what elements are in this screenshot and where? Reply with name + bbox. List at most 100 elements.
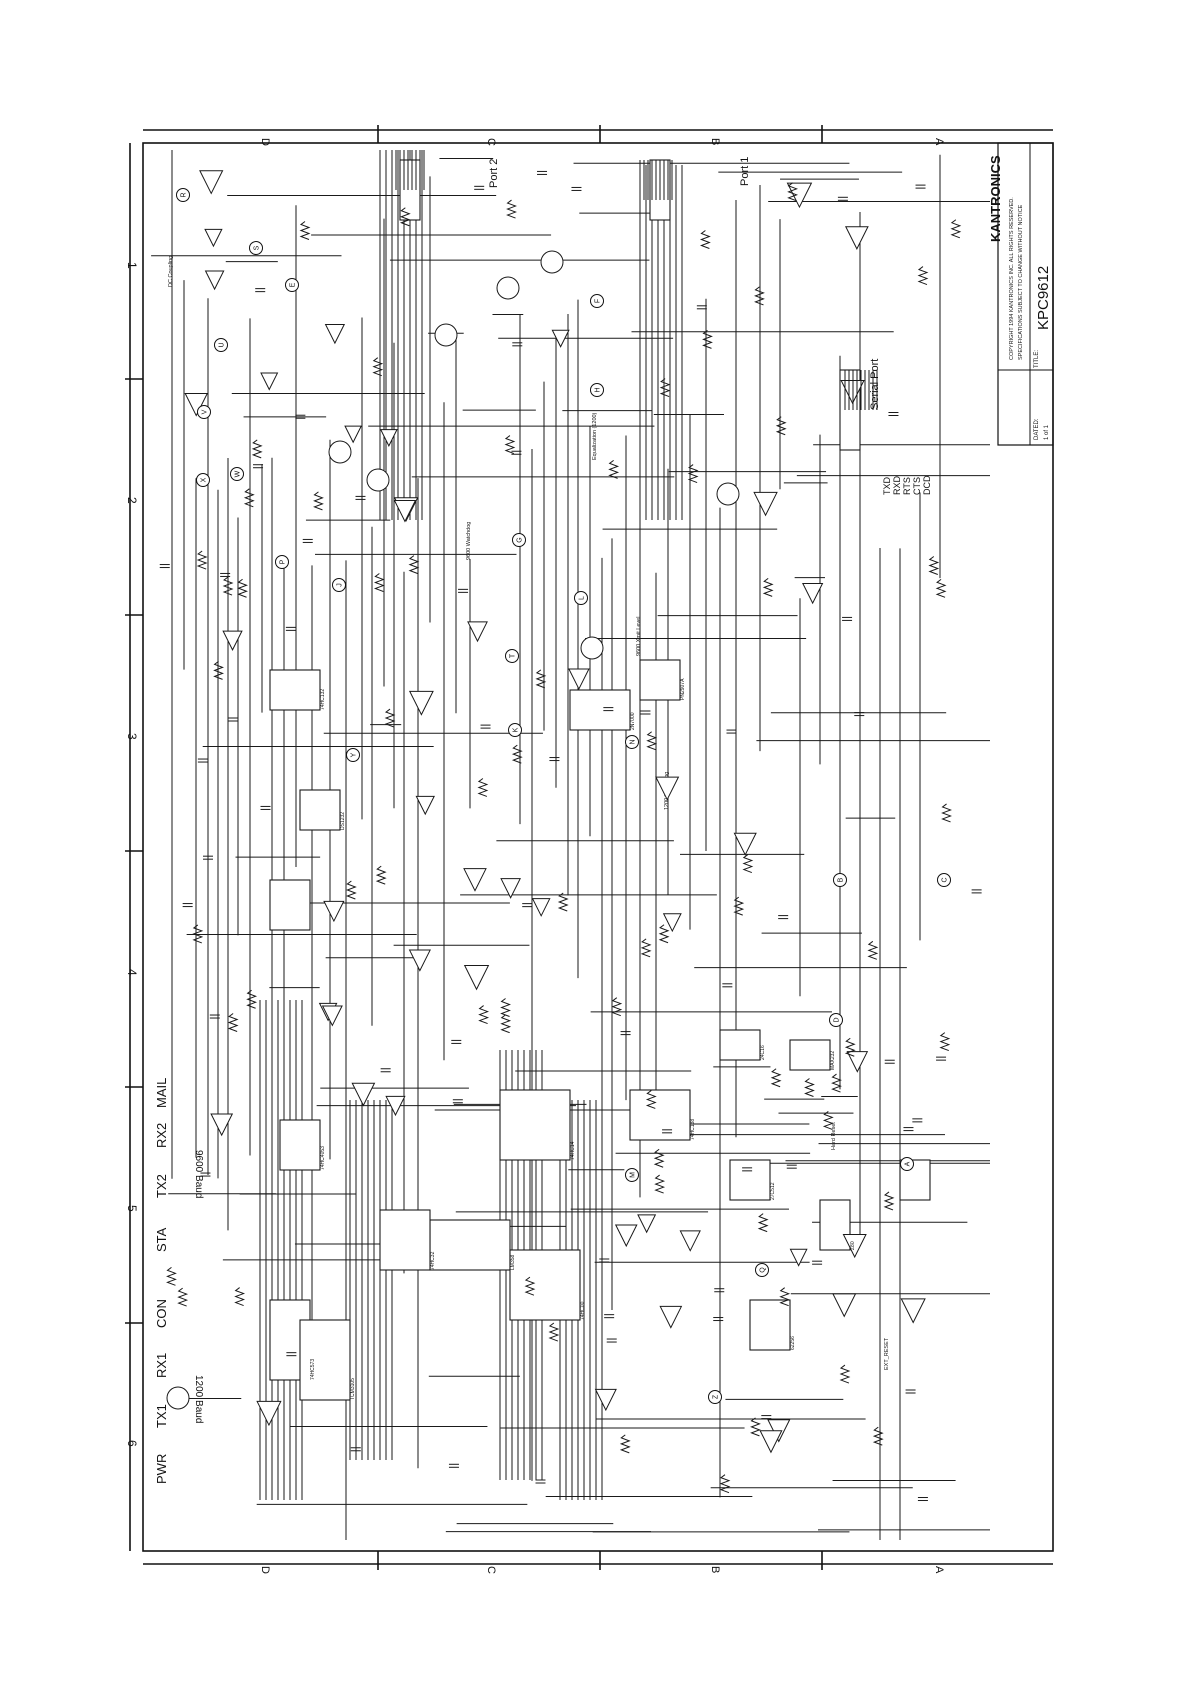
resistor (779, 1287, 791, 1307)
buffer-gate (323, 900, 345, 923)
resistor (504, 435, 516, 455)
zone-label-side: 3 (125, 733, 139, 740)
net-label-text: J (337, 583, 344, 587)
net-label-text: H (595, 387, 602, 392)
serial-signal: DCD (922, 475, 932, 495)
net-label-circle (755, 1263, 769, 1277)
resistor (658, 924, 670, 944)
resistor (478, 1005, 490, 1025)
net-label-circle (285, 278, 299, 292)
net-label-circle (230, 467, 244, 481)
ic-part-label: 74HC32 (430, 1251, 436, 1270)
buffer-gate (324, 323, 346, 345)
net-label-text: P (280, 559, 287, 564)
resistor (867, 940, 879, 960)
net-label-text: C (942, 877, 949, 882)
annotations: DC Coupling Equalization (1200) 9600 Wat… (168, 256, 890, 1370)
buffer-gate (467, 621, 488, 643)
ic-part-label: 74HC138 (690, 1119, 696, 1140)
resistor (313, 491, 324, 511)
baud-9600-label: 9600 Baud (193, 1150, 204, 1198)
resistor (213, 660, 224, 680)
led-label-pwr: PWR (154, 1454, 169, 1484)
buffer-gate (900, 1298, 926, 1324)
net-label-circle (346, 748, 360, 762)
buffer-gate (568, 668, 590, 691)
zone-label-top: D (259, 138, 271, 146)
ic-package (269, 879, 311, 931)
bottom-zone-labels: D C B A (259, 1566, 945, 1574)
led-panel: PWR TX1 RX1 CON STA TX2 RX2 MAIL 1200 Ba… (154, 1078, 204, 1484)
buffer-gate (753, 491, 778, 517)
resistor (757, 1213, 769, 1233)
zone-label-side: 4 (125, 969, 139, 976)
resistor (928, 556, 940, 575)
dated-label: DATED: (1034, 418, 1040, 440)
ic-package (429, 1219, 511, 1271)
resistor (246, 989, 258, 1009)
side-zone-labels: 1 2 3 4 5 6 (125, 262, 139, 1447)
annotation: 9600 Watchdog (466, 522, 472, 560)
resistor (222, 576, 234, 596)
resistor (831, 1073, 842, 1093)
ic-package (269, 669, 321, 711)
resistor (654, 1174, 666, 1194)
title-label: TITLE: (1034, 350, 1040, 368)
serial-signal: CTS (912, 477, 922, 495)
net-label-circle (590, 294, 604, 308)
net-label-circle (275, 555, 289, 569)
led-label-tx1: TX1 (154, 1404, 169, 1428)
buffer-gate (614, 1224, 638, 1248)
resistor (477, 778, 489, 797)
ic-part-label: TCM3105 (350, 1378, 356, 1400)
ic-part-label: 2N7000 (630, 712, 636, 730)
net-label-text: Z (713, 1394, 720, 1399)
resistor (787, 182, 799, 202)
resistor (659, 378, 671, 398)
ic-package (279, 1119, 321, 1171)
buffer-gate (846, 1051, 869, 1073)
ic-package (749, 1299, 791, 1351)
resistor (645, 1090, 657, 1109)
resistor (640, 938, 652, 958)
buffer-gate (408, 690, 434, 716)
net-label-text: Y (351, 752, 358, 757)
resistor (653, 1148, 665, 1168)
net-label-text: U (219, 342, 226, 347)
resistor (687, 464, 699, 484)
buffer-gate (733, 832, 757, 856)
resistor (196, 550, 208, 570)
ic-part-label: PN2907A (680, 678, 686, 700)
board-title: KPC9612 (1035, 266, 1052, 330)
led-label-tx2: TX2 (154, 1174, 169, 1198)
ic-package (509, 1249, 581, 1321)
zone-label-bottom: C (485, 1566, 497, 1574)
resistor (844, 1037, 856, 1057)
buffer-gate (222, 630, 243, 651)
resistor (646, 731, 658, 751)
resistor (754, 286, 765, 306)
serial-port-label: Serial Port (869, 359, 881, 410)
zone-label-top: A (933, 138, 945, 146)
buffer-gate (351, 1082, 376, 1107)
ic-package (629, 1089, 691, 1141)
zone-label-side: 2 (125, 497, 139, 504)
zone-label-top: B (709, 138, 721, 145)
resistor (770, 1068, 782, 1088)
buffer-gate (655, 776, 680, 801)
net-label-circle (937, 873, 951, 887)
net-label-text: M (630, 1172, 637, 1178)
resistor (373, 573, 385, 592)
net-label-text: G (517, 537, 524, 542)
led-label-sta: STA (154, 1227, 169, 1252)
top-zone-labels: D C B A (259, 138, 945, 146)
resistor (822, 1111, 834, 1130)
net-label-circle (625, 1168, 639, 1182)
buffer-gate (832, 1293, 857, 1318)
net-label-circle (708, 1390, 722, 1404)
ic-part-label: 27C512 (770, 1182, 776, 1200)
resistor (702, 329, 713, 349)
net-label-circle (833, 873, 847, 887)
net-label-text: N (630, 739, 637, 744)
net-label-text: B (838, 877, 845, 882)
